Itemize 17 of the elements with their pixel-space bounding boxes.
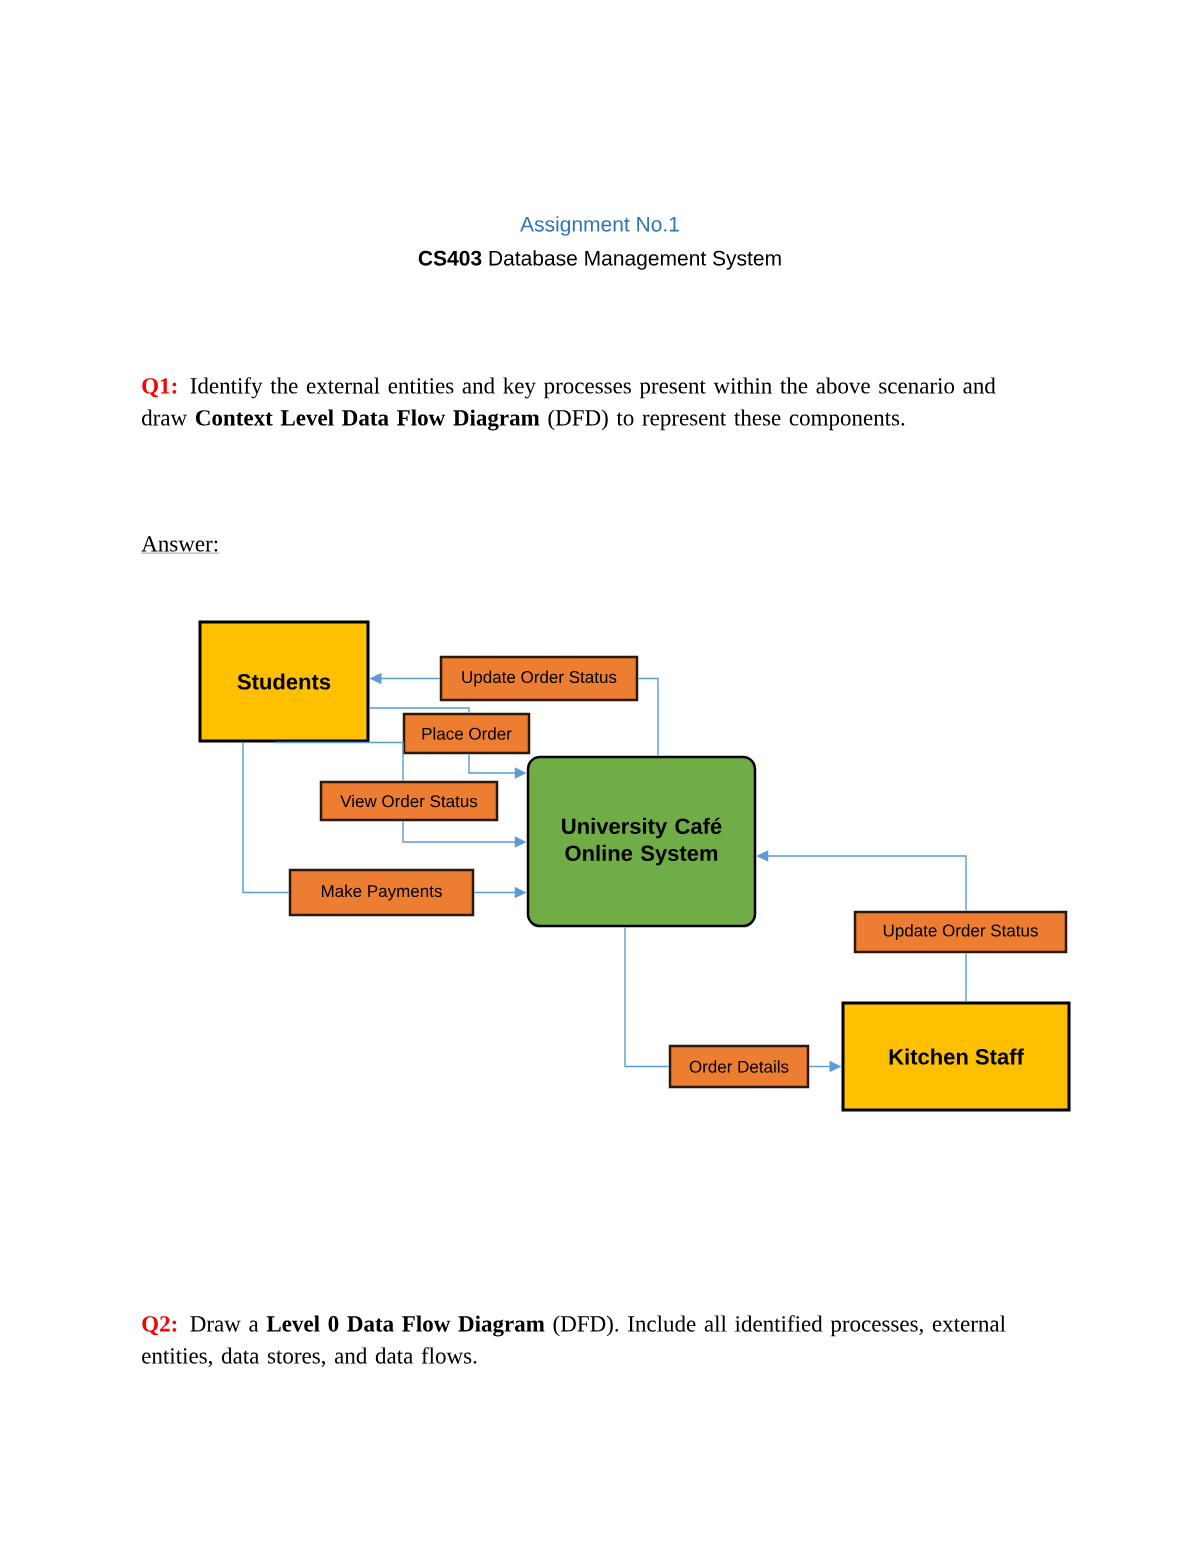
data-flow-box: View Order Status [319, 780, 499, 822]
entity-box: Students [198, 620, 370, 743]
data-flow-box: Update Order Status [853, 910, 1068, 954]
label: Draw a Level 0 Data Flow Diagram (DFD). Include all identified processes, external [190, 1315, 1006, 1337]
answer-heading: Answer: [141, 536, 220, 554]
label: Q2: [142, 1316, 177, 1336]
subheading: CS403 Database Management System [418, 250, 781, 270]
data-flow-box: Place Order [402, 712, 531, 755]
question-text: Q2: Draw a Level 0 Data Flow Diagram (DFD). Include all identified processes, external entities, data stores, and data flows. [142, 1315, 1006, 1367]
label: entities, data stores, and data flows. [142, 1347, 477, 1367]
entity-box: Kitchen Staff [841, 1001, 1071, 1112]
data-flow-box: Make Payments [288, 868, 475, 917]
question-text: Q1: Identify the external entities and key processes present within the above scenario and draw Context Level Data Flow Diagram (DFD) to represent these components. [142, 377, 996, 431]
process-box: University Café Online System [526, 755, 757, 928]
data-flow-box: Update Order Status [439, 655, 639, 702]
data-flow-box: Order Details [668, 1044, 810, 1089]
heading: Assignment No.1 [520, 216, 679, 236]
